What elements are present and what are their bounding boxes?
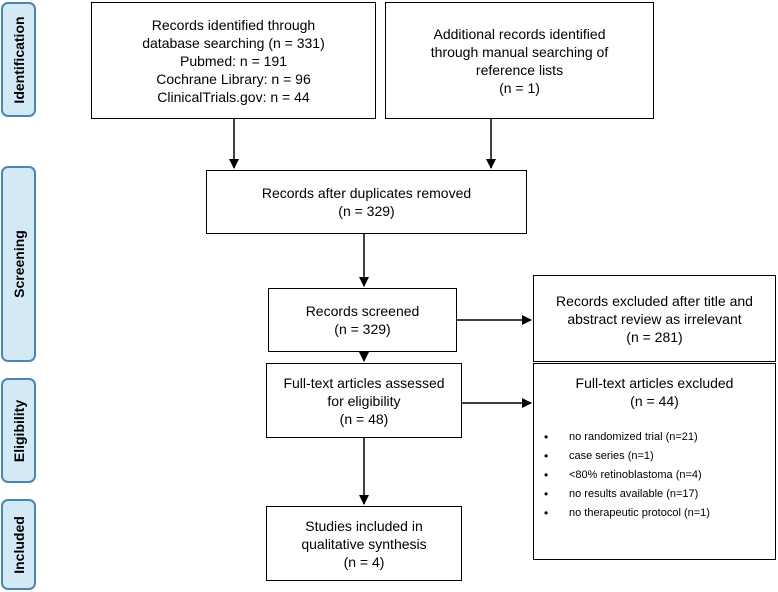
records-after-duplicates-box: Records after duplicates removed (n = 32… bbox=[206, 170, 527, 234]
box-count: (n = 44) bbox=[630, 393, 679, 409]
box-line: through manual searching of bbox=[430, 43, 609, 60]
studies-included-box: Studies included in qualitative synthesi… bbox=[266, 506, 462, 581]
phase-included: Included bbox=[1, 499, 36, 590]
box-line: ClinicalTrials.gov: n = 44 bbox=[157, 88, 310, 105]
box-line: database searching (n = 331) bbox=[142, 34, 325, 51]
box-line: Records identified through bbox=[151, 16, 316, 33]
box-line: Pubmed: n = 191 bbox=[179, 52, 288, 69]
box-line: Records screened bbox=[305, 303, 420, 319]
phase-identification: Identification bbox=[1, 2, 36, 117]
exclusion-reason: no results available (n=17) bbox=[534, 485, 775, 504]
box-line: Studies included in bbox=[305, 517, 423, 534]
additional-records-box: Additional records identified through ma… bbox=[385, 2, 654, 119]
box-line: (n = 48) bbox=[339, 410, 389, 427]
box-title: Full-text articles excluded bbox=[575, 375, 734, 391]
records-identified-box: Records identified through database sear… bbox=[91, 2, 376, 119]
box-line: qualitative synthesis bbox=[301, 535, 427, 552]
box-line: (n = 281) bbox=[626, 328, 683, 345]
records-excluded-box: Records excluded after title and abstrac… bbox=[533, 275, 776, 362]
box-line: (n = 329) bbox=[338, 203, 395, 219]
exclusion-reason: no randomized trial (n=21) bbox=[534, 428, 775, 447]
records-screened-box: Records screened (n = 329) bbox=[268, 288, 457, 352]
exclusion-reason: <80% retinoblastoma (n=4) bbox=[534, 466, 775, 485]
exclusion-reason: no therapeutic protocol (n=1) bbox=[534, 504, 775, 523]
phase-screening: Screening bbox=[1, 166, 36, 362]
box-line: abstract review as irrelevant bbox=[567, 310, 742, 327]
box-line: reference lists bbox=[475, 61, 564, 78]
exclusion-reasons-list: no randomized trial (n=21) case series (… bbox=[534, 428, 775, 523]
box-line: (n = 4) bbox=[343, 553, 385, 570]
exclusion-reason: case series (n=1) bbox=[534, 447, 775, 466]
box-line: Full-text articles assessed bbox=[283, 374, 445, 391]
phase-eligibility: Eligibility bbox=[1, 378, 36, 483]
box-line: for eligibility bbox=[327, 392, 401, 409]
box-line: (n = 1) bbox=[499, 79, 540, 96]
box-line: (n = 329) bbox=[334, 321, 391, 337]
fulltext-assessed-box: Full-text articles assessed for eligibil… bbox=[266, 363, 462, 438]
box-line: Cochrane Library: n = 96 bbox=[156, 70, 311, 87]
box-line: Records after duplicates removed bbox=[261, 185, 472, 201]
fulltext-excluded-box: Full-text articles excluded (n = 44) no … bbox=[533, 363, 776, 560]
box-line: Additional records identified bbox=[433, 25, 606, 42]
box-line: Records excluded after title and bbox=[556, 292, 753, 309]
